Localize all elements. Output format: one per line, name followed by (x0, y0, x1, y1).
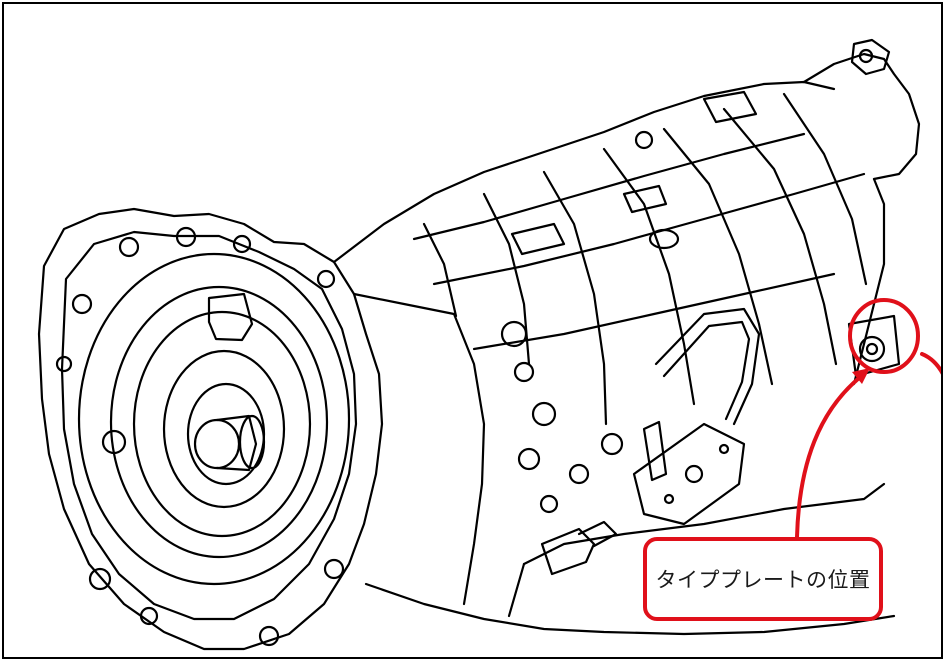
oil-pan (522, 482, 886, 566)
tail-housing (802, 52, 921, 181)
bell-housing-inner (60, 230, 358, 621)
type-plate-boss (858, 335, 886, 363)
pointer-arrowhead (852, 368, 870, 384)
hub-shaft (215, 414, 258, 472)
hub-face (193, 418, 241, 470)
callout-label: タイププレートの位置 (655, 568, 871, 592)
pointer-arrow-line (795, 372, 866, 539)
main-case-top (332, 80, 836, 264)
converter-ring-1 (77, 252, 351, 586)
transmission-drawing (37, 38, 941, 651)
converter-ring-2 (109, 285, 329, 559)
connector-plate (632, 422, 746, 526)
main-case-front (352, 292, 486, 606)
converter-ring-3 (132, 310, 312, 538)
plug (540, 527, 596, 576)
main-case-bottom (364, 582, 896, 636)
harness-tube (654, 307, 761, 426)
hub-end (238, 414, 266, 470)
bell-housing-outline (37, 207, 384, 651)
type-plate-callout-box: タイププレートの位置 (643, 537, 883, 621)
edge-leader-line (920, 352, 941, 375)
converter-ring-4 (162, 349, 286, 509)
type-plate-highlight-circle (848, 298, 920, 374)
